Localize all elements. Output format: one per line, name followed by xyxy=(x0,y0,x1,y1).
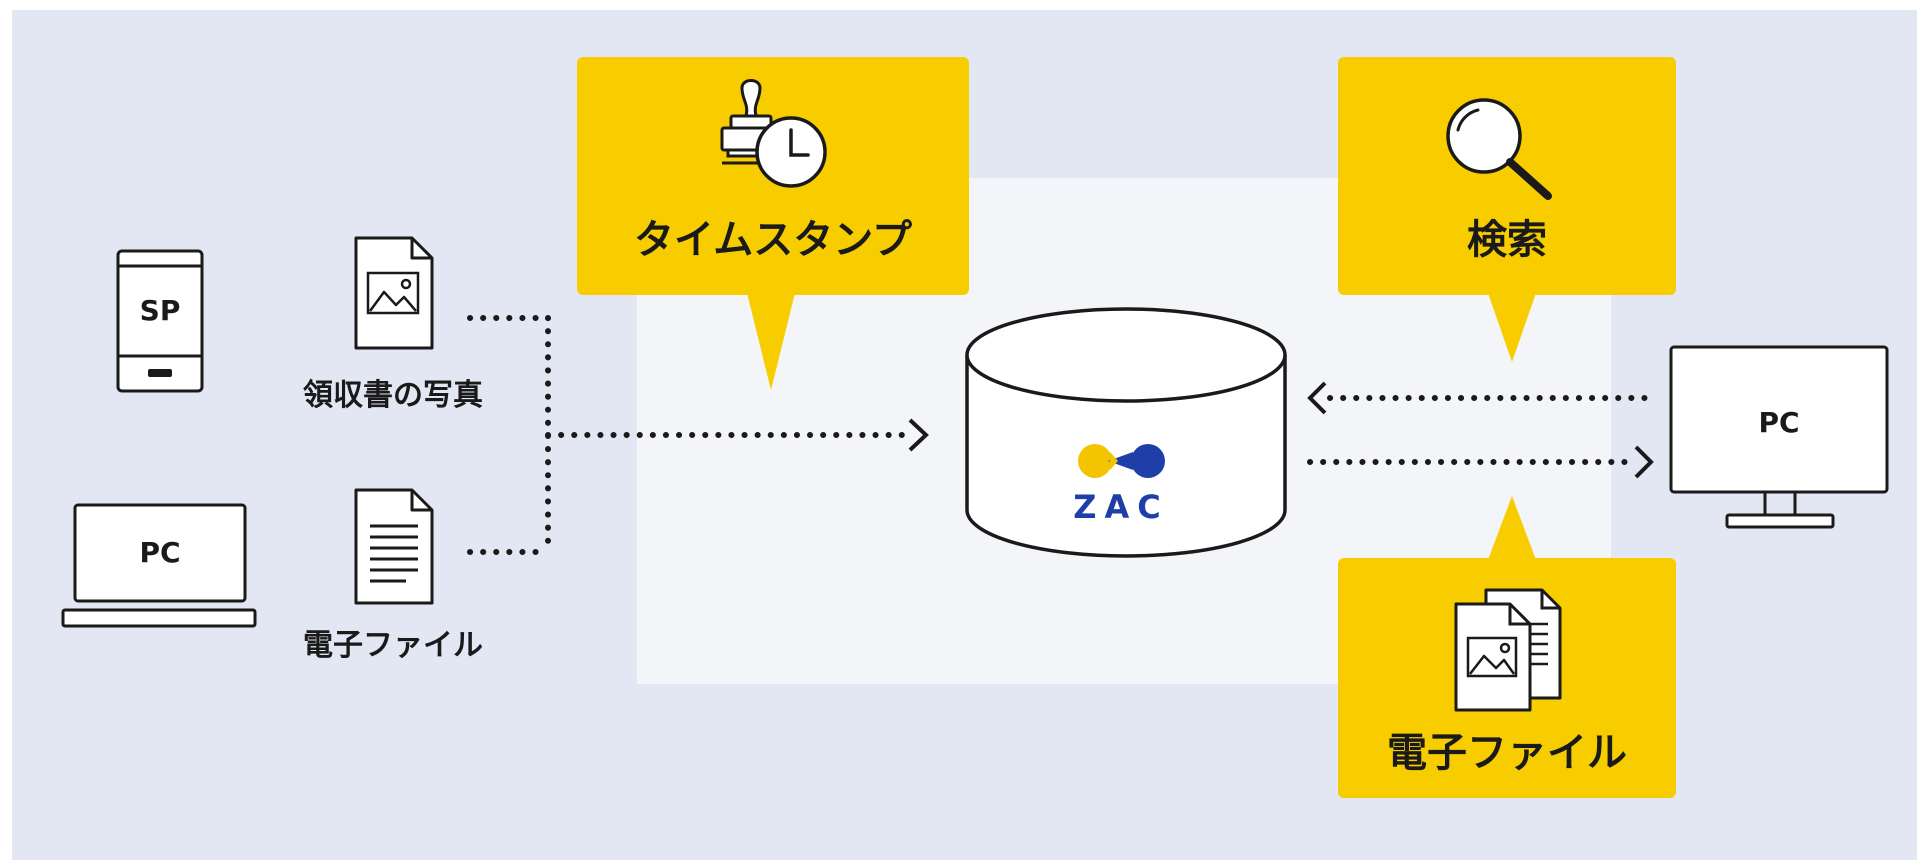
smartphone-icon: SP xyxy=(116,249,204,393)
callout-efile: 電子ファイル xyxy=(1338,496,1676,798)
photo-caption: 領収書の写真 xyxy=(303,378,483,413)
arrow-to-database xyxy=(908,418,929,452)
laptop-label: PC xyxy=(139,536,180,569)
callout-timestamp: タイムスタンプ xyxy=(577,57,969,390)
laptop-icon: PC xyxy=(61,503,257,628)
stacked-files-icon xyxy=(1454,588,1562,712)
callout-search-label: 検索 xyxy=(1467,217,1547,263)
callout-efile-label: 電子ファイル xyxy=(1387,730,1627,776)
stamp-clock-icon xyxy=(720,79,827,188)
monitor-icon: PC xyxy=(1669,345,1889,529)
callout-search: 検索 xyxy=(1338,57,1676,362)
callout-timestamp-label: タイムスタンプ xyxy=(634,217,912,263)
zac-logo: ZAC xyxy=(1073,444,1168,526)
right-connectors xyxy=(1307,395,1653,465)
zac-logo-text: ZAC xyxy=(1073,488,1168,526)
image-file-icon xyxy=(354,236,434,350)
monitor-label: PC xyxy=(1758,406,1799,439)
arrow-to-database-from-pc xyxy=(1307,381,1327,415)
file-caption: 電子ファイル xyxy=(303,628,483,663)
left-connector xyxy=(467,315,908,555)
text-file-icon xyxy=(354,488,434,605)
smartphone-label: SP xyxy=(140,294,181,327)
zac-logo-blue-dot xyxy=(1131,444,1165,478)
magnifier-icon xyxy=(1446,98,1552,200)
zac-logo-yellow-dot xyxy=(1078,444,1112,478)
arrow-to-pc xyxy=(1634,445,1654,479)
